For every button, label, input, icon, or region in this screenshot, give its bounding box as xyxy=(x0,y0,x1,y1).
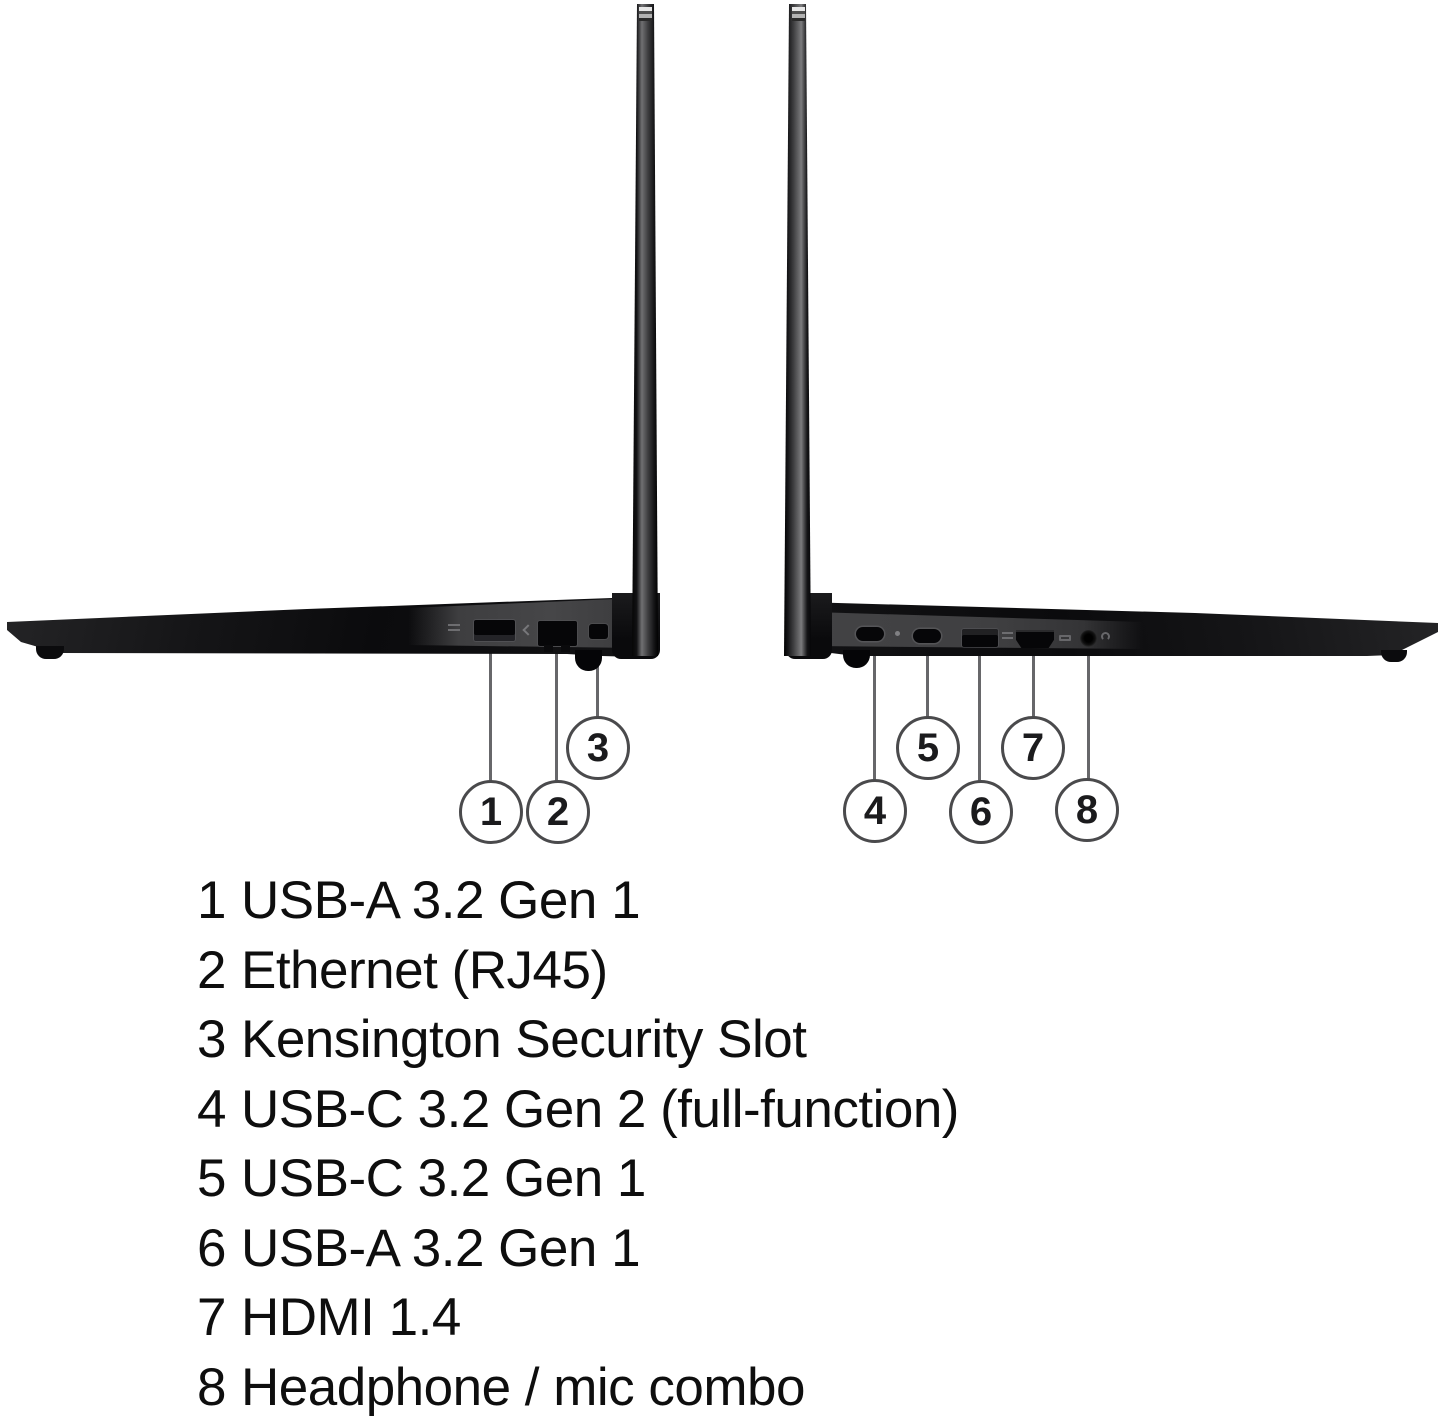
callout-number: 5 xyxy=(916,725,940,770)
legend-number: 2 xyxy=(197,940,226,1000)
ethernet-pin xyxy=(561,645,570,652)
callout-line-3 xyxy=(596,639,599,717)
callout-number: 6 xyxy=(969,789,993,834)
hdmi-port-7 xyxy=(1016,630,1054,648)
legend-label: USB-A 3.2 Gen 1 xyxy=(240,871,641,931)
hdmi-icon xyxy=(1059,635,1071,641)
legend-number: 8 xyxy=(197,1357,226,1416)
legend-label: Headphone / mic combo xyxy=(240,1357,806,1416)
legend-label: Ethernet (RJ45) xyxy=(240,940,608,1000)
callout-circle-2: 2 xyxy=(526,780,590,844)
legend-label: USB-C 3.2 Gen 1 xyxy=(240,1149,646,1209)
legend-label: USB-A 3.2 Gen 1 xyxy=(240,1218,641,1278)
callout-line-5 xyxy=(926,643,929,717)
rubber-foot xyxy=(36,646,64,659)
callout-number: 1 xyxy=(479,789,503,834)
camera-notch xyxy=(639,7,652,21)
usb-a-port-1 xyxy=(474,620,515,641)
callout-number: 4 xyxy=(863,788,887,833)
callout-line-1 xyxy=(489,641,492,781)
usb-c-port-5 xyxy=(913,629,941,643)
ethernet-pin xyxy=(544,645,553,652)
legend-number: 7 xyxy=(197,1288,226,1348)
callout-circle-4: 4 xyxy=(843,779,907,843)
screen-edge xyxy=(632,4,658,656)
callout-line-6 xyxy=(978,647,981,781)
callout-circle-3: 3 xyxy=(566,716,630,780)
headphone-jack-8 xyxy=(1080,630,1097,647)
callout-line-4 xyxy=(873,641,876,780)
callout-line-2 xyxy=(555,646,558,781)
rubber-foot xyxy=(843,650,870,668)
legend-number: 6 xyxy=(197,1218,226,1278)
callout-circle-5: 5 xyxy=(896,716,960,780)
callout-line-7 xyxy=(1032,648,1035,717)
kensington-slot-3 xyxy=(589,624,608,639)
callout-number: 3 xyxy=(586,725,610,770)
callout-number: 2 xyxy=(546,789,570,834)
legend-label: HDMI 1.4 xyxy=(240,1288,461,1348)
callout-circle-8: 8 xyxy=(1055,778,1119,842)
led-indicator-icon xyxy=(895,631,900,636)
usb-speed-icon xyxy=(448,624,460,626)
screen-edge xyxy=(784,4,811,656)
legend-label: Kensington Security Slot xyxy=(240,1010,807,1070)
camera-notch xyxy=(792,7,805,21)
ethernet-port-2 xyxy=(538,621,577,652)
callout-line-8 xyxy=(1087,647,1090,779)
callout-circle-7: 7 xyxy=(1001,716,1065,780)
callout-circle-1: 1 xyxy=(459,780,523,844)
callout-number: 7 xyxy=(1021,725,1045,770)
legend-number: 4 xyxy=(197,1079,226,1139)
usb-c-port-4 xyxy=(856,627,884,641)
legend-number: 3 xyxy=(197,1010,226,1070)
callout-circle-6: 6 xyxy=(949,780,1013,844)
rubber-foot xyxy=(1381,650,1407,662)
callout-number: 8 xyxy=(1075,787,1099,832)
legend-number: 1 xyxy=(197,871,226,931)
headset-icon xyxy=(1101,632,1110,641)
legend-number: 5 xyxy=(197,1149,226,1209)
legend-label: USB-C 3.2 Gen 2 (full-function) xyxy=(240,1079,959,1139)
usb-a-port-6 xyxy=(962,629,998,647)
rubber-foot xyxy=(575,650,602,671)
usb-speed-icon xyxy=(1002,632,1013,634)
